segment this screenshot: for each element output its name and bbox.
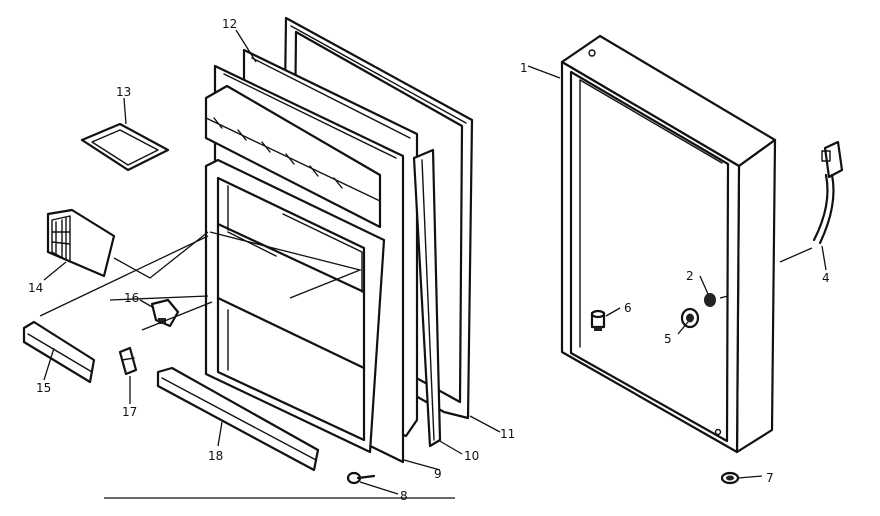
callout-labels: 1 2 4 5 6 7 8 9 10 11 12 13 14 15 16 17 … xyxy=(28,17,830,503)
part-6-hinge-pin xyxy=(590,309,606,331)
part-5-nut xyxy=(680,307,700,329)
part-16-bracket xyxy=(150,298,180,328)
door-liner-shelves xyxy=(204,158,386,454)
callout-12: 12 xyxy=(222,17,237,31)
callout-17: 17 xyxy=(122,405,137,419)
callout-18: 18 xyxy=(208,449,223,463)
part-7-foot xyxy=(720,471,740,485)
callout-2: 2 xyxy=(686,269,694,283)
callout-16: 16 xyxy=(124,291,139,305)
part-13-tray xyxy=(80,122,170,172)
part-2-grommet xyxy=(704,293,716,307)
part-15-shelf-rail xyxy=(22,320,96,384)
callout-1: 1 xyxy=(520,61,528,75)
callout-11: 11 xyxy=(500,427,515,441)
callout-5: 5 xyxy=(664,332,672,346)
callout-4: 4 xyxy=(822,271,830,285)
callout-6: 6 xyxy=(624,301,632,315)
callout-7: 7 xyxy=(766,471,774,485)
assembly-guide-lines xyxy=(39,231,813,499)
part-1-door-frame xyxy=(560,34,777,454)
part-18-bottom-rail xyxy=(156,366,320,472)
part-10-gasket-strip xyxy=(412,148,442,448)
part-17-clip xyxy=(118,346,138,376)
door-shelf-upper xyxy=(204,84,382,229)
callout-8: 8 xyxy=(400,489,408,503)
callout-15: 15 xyxy=(36,381,51,395)
part-8-screw xyxy=(346,471,376,485)
part-14-egg-tray xyxy=(46,208,116,278)
callout-14: 14 xyxy=(28,281,43,295)
callout-leaders xyxy=(43,29,827,495)
callout-9: 9 xyxy=(434,467,442,481)
part-4-door-handle xyxy=(812,140,844,245)
callout-10: 10 xyxy=(464,449,479,463)
callout-13: 13 xyxy=(116,85,131,99)
